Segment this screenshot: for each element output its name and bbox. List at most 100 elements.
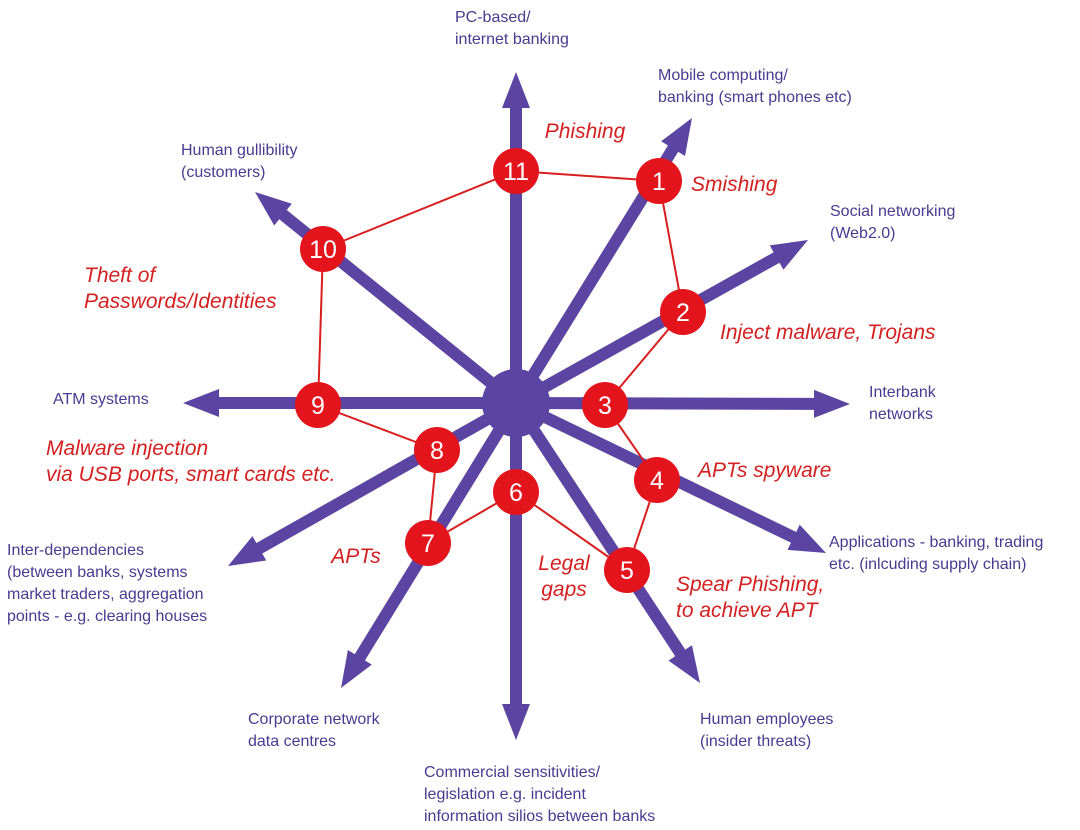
vector-label-commercial-line: legislation e.g. incident — [424, 786, 586, 803]
threat-label-5-line: Spear Phishing, — [676, 573, 824, 596]
threat-label-8: Malware injection via USB ports, smart ca… — [46, 437, 335, 486]
threat-label-8-line: Malware injection — [46, 437, 208, 460]
threat-node-number: 2 — [676, 299, 690, 327]
vector-label-interbank-line: networks — [869, 406, 933, 423]
vector-arrow-human-employees — [510, 399, 700, 683]
threat-node-number: 5 — [620, 557, 634, 585]
arrow-head — [502, 72, 530, 108]
threat-node-number: 7 — [421, 530, 435, 558]
threat-node-number: 11 — [503, 158, 529, 186]
vector-label-commercial-line: Commercial sensitivities/ — [424, 764, 601, 781]
vector-label-human-gullibility: Human gullibility(customers) — [181, 142, 298, 181]
vector-label-social-line: (Web2.0) — [830, 225, 896, 242]
vector-label-applications: Applications - banking, trading etc. (inl… — [829, 534, 1043, 573]
vector-arrow-social — [513, 240, 808, 409]
threat-node-circle — [660, 289, 706, 335]
threat-node-number: 3 — [598, 392, 612, 420]
vector-arrow-atm — [183, 389, 516, 417]
vector-arrow-commercial — [502, 403, 530, 740]
threat-node-5: 5 — [604, 547, 650, 593]
vector-label-applications-line: Applications - banking, trading — [829, 534, 1043, 551]
threat-node-circle — [634, 457, 680, 503]
threat-node-1: 1 — [636, 158, 682, 204]
threat-node-circle — [493, 148, 539, 194]
arrow-head — [341, 649, 372, 688]
threat-label-10-line: Passwords/Identities — [84, 290, 277, 313]
threat-node-10: 10 — [300, 226, 346, 272]
vector-label-atm-line: ATM systems — [53, 391, 149, 408]
threat-node-4: 4 — [634, 457, 680, 503]
threat-label-5-line: to achieve APT — [676, 599, 820, 622]
threat-label-4: APTs spyware — [696, 459, 831, 482]
threat-node-6: 6 — [493, 469, 539, 515]
vector-label-inter-dependencies-line: Inter-dependencies — [7, 542, 144, 559]
vector-label-pc-line: PC-based/ — [455, 9, 531, 26]
arrow-shaft — [253, 397, 519, 555]
threat-node-number: 10 — [309, 236, 337, 264]
threat-node-number: 4 — [650, 467, 664, 495]
arrow-shaft — [510, 399, 687, 659]
threat-node-circle — [295, 382, 341, 428]
threat-node-circle — [636, 158, 682, 204]
vector-label-inter-dependencies-line: points - e.g. clearing houses — [7, 608, 207, 625]
threat-label-7: APTs — [329, 545, 381, 568]
threat-node-number: 6 — [509, 479, 523, 507]
vector-label-social: Social networking (Web2.0) — [830, 203, 955, 242]
arrow-head — [502, 704, 530, 740]
threat-node-circle — [300, 226, 346, 272]
arrow-head — [668, 645, 700, 683]
threat-label-5: Spear Phishing, to achieve APT — [676, 573, 824, 622]
vector-label-human-gullibility-line: (customers) — [181, 164, 265, 181]
threat-node-circle — [414, 427, 460, 473]
threat-label-2-line: Inject malware, Trojans — [720, 321, 936, 344]
threat-node-circle — [604, 547, 650, 593]
vector-arrow-inter-dependencies — [228, 397, 519, 566]
threat-node-circle — [582, 382, 628, 428]
arrow-head — [228, 536, 267, 566]
threat-label-1-line: Smishing — [691, 173, 778, 196]
vector-arrow-interbank — [515, 389, 850, 418]
threat-label-2: Inject malware, Trojans — [720, 321, 936, 344]
threat-label-6-line: Legal — [538, 552, 591, 575]
vector-label-mobile: Mobile computing/banking (smart phones e… — [658, 67, 852, 106]
vector-label-applications-line: etc. (inlcuding supply chain) — [829, 556, 1026, 573]
arrow-head — [183, 389, 219, 417]
arrow-head — [787, 524, 826, 553]
arrow-shaft — [513, 250, 783, 409]
threat-node-9: 9 — [295, 382, 341, 428]
threat-node-circle — [405, 520, 451, 566]
vector-label-human-employees: Human employees(insider threats) — [700, 711, 833, 750]
arrow-head — [255, 192, 292, 226]
arrow-head — [769, 240, 808, 270]
threat-label-1: Smishing — [691, 173, 778, 196]
threat-nodes: 1 2 3 4 5 6 7 8 9 10 11 — [295, 148, 706, 593]
vector-label-corporate: Corporate network data centres — [248, 711, 381, 750]
vector-label-human-employees-line: Human employees — [700, 711, 833, 728]
threat-node-7: 7 — [405, 520, 451, 566]
threat-node-8: 8 — [414, 427, 460, 473]
vector-label-atm: ATM systems — [53, 391, 149, 408]
arrow-head — [661, 118, 692, 156]
threat-node-number: 8 — [430, 437, 444, 465]
threat-label-10: Theft of Passwords/Identities — [84, 264, 277, 313]
threat-label-8-line: via USB ports, smart cards etc. — [46, 463, 335, 486]
threat-label-4-line: APTs spyware — [696, 459, 831, 482]
vector-label-corporate-line: Corporate network — [248, 711, 381, 728]
vector-arrow-pc — [502, 72, 530, 403]
arrow-shaft — [515, 397, 818, 410]
vector-label-social-line: Social networking — [830, 203, 955, 220]
threat-label-10-line: Theft of — [84, 264, 157, 287]
vector-label-corporate-line: data centres — [248, 733, 336, 750]
vector-label-mobile-line: Mobile computing/ — [658, 67, 788, 84]
vector-label-pc-line: internet banking — [455, 31, 569, 48]
vector-label-inter-dependencies-line: (between banks, systems — [7, 564, 188, 581]
vector-label-inter-dependencies: Inter-dependencies (between banks, system… — [7, 542, 207, 625]
vector-label-pc: PC-based/internet banking — [455, 9, 569, 48]
threat-node-circle — [493, 469, 539, 515]
arrow-head — [813, 389, 850, 418]
threat-label-11: Phishing — [545, 120, 626, 143]
